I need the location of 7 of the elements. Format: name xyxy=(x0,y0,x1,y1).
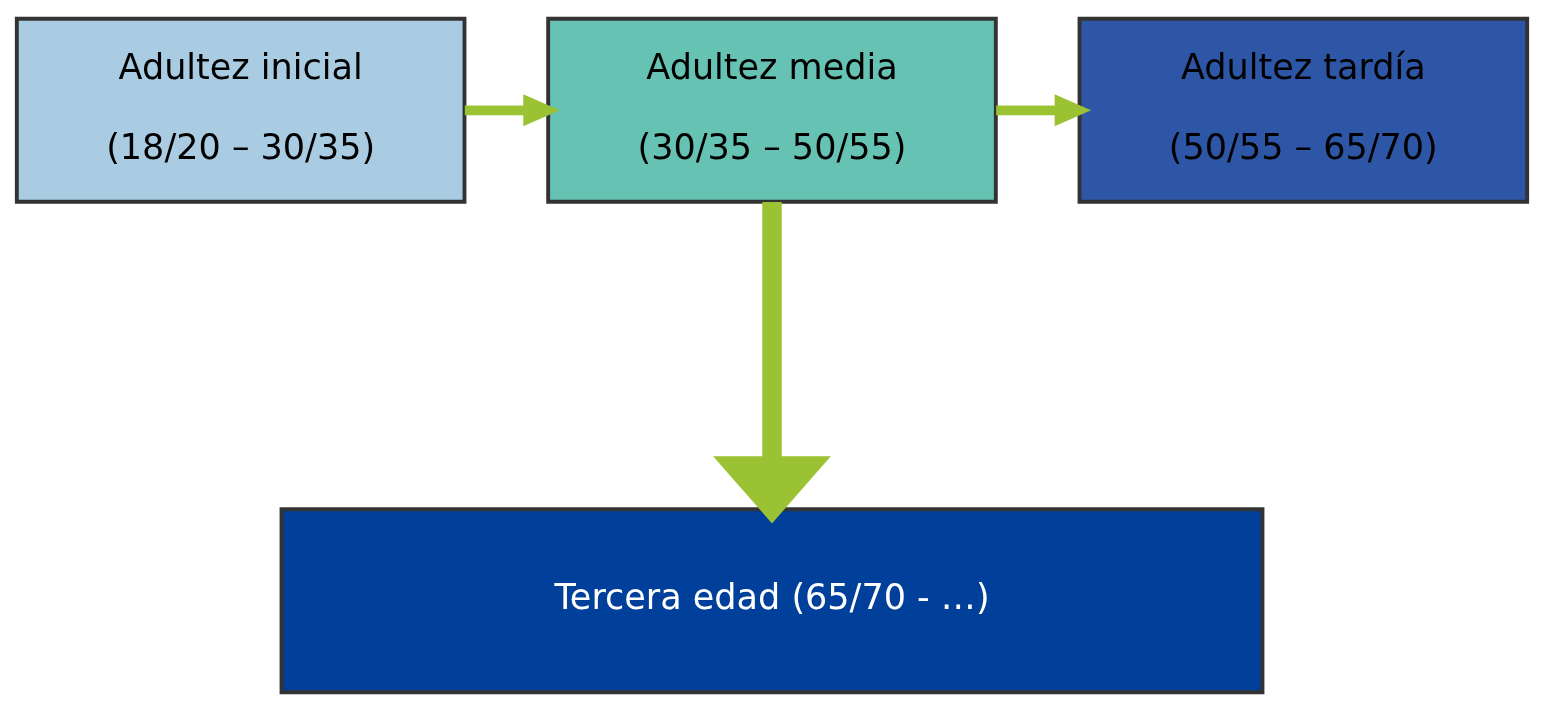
arrow xyxy=(464,93,560,126)
node-box: Adultez tardía (50/55 – 65/70) xyxy=(1077,16,1530,204)
arrow xyxy=(996,93,1092,126)
node-box: Adultez media (30/35 – 50/55) xyxy=(546,16,998,204)
node-box: Adultez inicial (18/20 – 30/35) xyxy=(14,16,467,204)
node-box: Tercera edad (65/70 - …) xyxy=(279,506,1265,694)
arrow xyxy=(713,201,831,523)
